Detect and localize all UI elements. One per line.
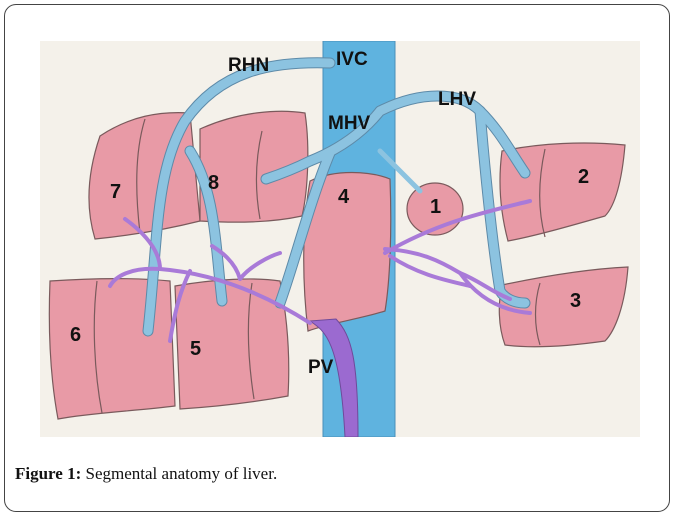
label-mhv: MHV [328,113,371,134]
caption-text: Segmental anatomy of liver. [81,464,277,483]
segment-label-3: 3 [570,290,581,312]
segment-label-6: 6 [70,324,81,346]
label-rhn: RHN [228,55,269,76]
label-lhv: LHV [438,89,476,110]
figure-frame: RHN IVC LHV MHV PV 7 8 4 1 2 3 6 5 Figur… [4,4,670,512]
segment-label-8: 8 [208,172,219,194]
liver-diagram-svg: RHN IVC LHV MHV PV 7 8 4 1 2 3 6 5 [40,41,640,437]
segment-label-1: 1 [430,196,441,218]
liver-diagram: RHN IVC LHV MHV PV 7 8 4 1 2 3 6 5 [40,41,640,437]
segment-label-2: 2 [578,166,589,188]
segment-label-7: 7 [110,181,121,203]
segment-label-4: 4 [338,186,350,208]
segment-label-5: 5 [190,338,201,360]
label-ivc: IVC [336,49,368,70]
caption-label: Figure 1: [15,464,81,483]
figure-caption: Figure 1: Segmental anatomy of liver. [15,464,277,484]
label-pv: PV [308,357,334,378]
